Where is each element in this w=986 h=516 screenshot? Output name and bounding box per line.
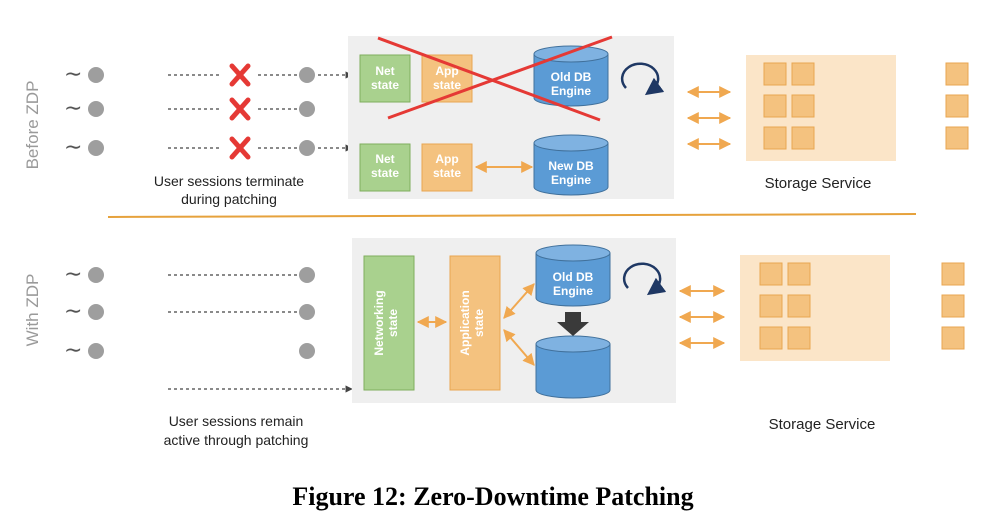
- with-storage-arrows: [678, 285, 726, 349]
- client-tilde-icon: ∼: [64, 95, 82, 120]
- before-storage-arrows: [686, 86, 732, 150]
- client-tilde-icon: ∼: [64, 261, 82, 286]
- client-tilde-icon: ∼: [64, 337, 82, 362]
- client-dot-icon: [88, 267, 104, 283]
- session-dot-icon: [299, 267, 315, 283]
- before-old-net-state: [359, 54, 411, 103]
- svg-text:App: App: [435, 64, 458, 78]
- client-tilde-icon: ∼: [64, 134, 82, 159]
- before-zdp-label: Before ZDP: [23, 81, 42, 170]
- before-old-db-engine: [533, 45, 609, 107]
- session-dot-icon: [299, 67, 315, 83]
- before-terminated-crosses: [229, 63, 251, 160]
- with-app-db-arrows: [503, 283, 535, 366]
- before-new-db-engine: [533, 134, 609, 196]
- before-refresh-icon: [620, 62, 665, 96]
- before-storage-label: Storage Service: [765, 175, 872, 192]
- svg-text:Old DB: Old DB: [551, 70, 592, 84]
- client-dot-icon: [88, 304, 104, 320]
- svg-text:App: App: [435, 152, 458, 166]
- cross-icon: [229, 136, 251, 160]
- before-session-dots: [299, 67, 315, 156]
- svg-text:Old DB: Old DB: [553, 270, 594, 284]
- svg-text:state: state: [433, 78, 461, 92]
- with-storage-blocks: [759, 262, 811, 350]
- session-dot-icon: [299, 304, 315, 320]
- svg-text:state: state: [433, 166, 461, 180]
- cross-icon: [229, 97, 251, 121]
- section-divider: [107, 213, 917, 218]
- svg-text:Application: Application: [458, 290, 472, 355]
- client-tilde-icon: ∼: [64, 61, 82, 86]
- with-remote-blocks: [941, 262, 965, 350]
- client-dot-icon: [88, 140, 104, 156]
- session-dot-icon: [299, 101, 315, 117]
- session-dot-icon: [299, 343, 315, 359]
- svg-text:Engine: Engine: [551, 84, 591, 98]
- svg-text:Engine: Engine: [551, 173, 591, 187]
- before-sessions-caption-line2: during patching: [181, 191, 277, 207]
- before-sessions-caption-line1: User sessions terminate: [154, 173, 304, 189]
- cross-icon: [229, 63, 251, 87]
- migrate-down-arrow-icon: [557, 312, 589, 336]
- svg-text:Networking: Networking: [372, 290, 386, 355]
- svg-text:Engine: Engine: [553, 284, 593, 298]
- old-engine-cross-icon: [377, 35, 613, 122]
- svg-text:New DB: New DB: [548, 159, 594, 173]
- with-zdp-label: With ZDP: [23, 274, 42, 347]
- with-storage-label: Storage Service: [769, 416, 876, 433]
- before-storage-blocks: [763, 62, 815, 150]
- svg-text:Net: Net: [375, 64, 394, 78]
- svg-text:state: state: [371, 166, 399, 180]
- before-session-lines: [168, 71, 353, 152]
- session-dot-icon: [299, 140, 315, 156]
- before-new-app-state: [421, 143, 473, 192]
- client-dot-icon: [88, 343, 104, 359]
- before-remote-blocks: [945, 62, 969, 150]
- with-sessions-caption-line1: User sessions remain: [169, 413, 304, 429]
- before-new-net-state: [359, 143, 411, 192]
- svg-text:state: state: [371, 78, 399, 92]
- client-dot-icon: [88, 67, 104, 83]
- with-new-db-engine: [535, 335, 611, 399]
- figure-caption: Figure 12: Zero-Downtime Patching: [292, 482, 693, 511]
- svg-text:Net: Net: [375, 152, 394, 166]
- with-networking-state: [363, 255, 415, 391]
- with-session-dots: [299, 267, 315, 359]
- with-refresh-icon: [622, 262, 667, 296]
- with-sessions-caption-line2: active through patching: [164, 432, 309, 448]
- with-application-state: [449, 255, 501, 391]
- svg-text:state: state: [386, 309, 400, 337]
- with-clients: ∼ ∼ ∼: [64, 261, 104, 362]
- client-dot-icon: [88, 101, 104, 117]
- client-tilde-icon: ∼: [64, 298, 82, 323]
- before-clients: ∼ ∼ ∼: [64, 61, 104, 159]
- with-old-db-engine: [535, 244, 611, 307]
- with-session-lines: [168, 274, 353, 393]
- svg-text:state: state: [472, 309, 486, 337]
